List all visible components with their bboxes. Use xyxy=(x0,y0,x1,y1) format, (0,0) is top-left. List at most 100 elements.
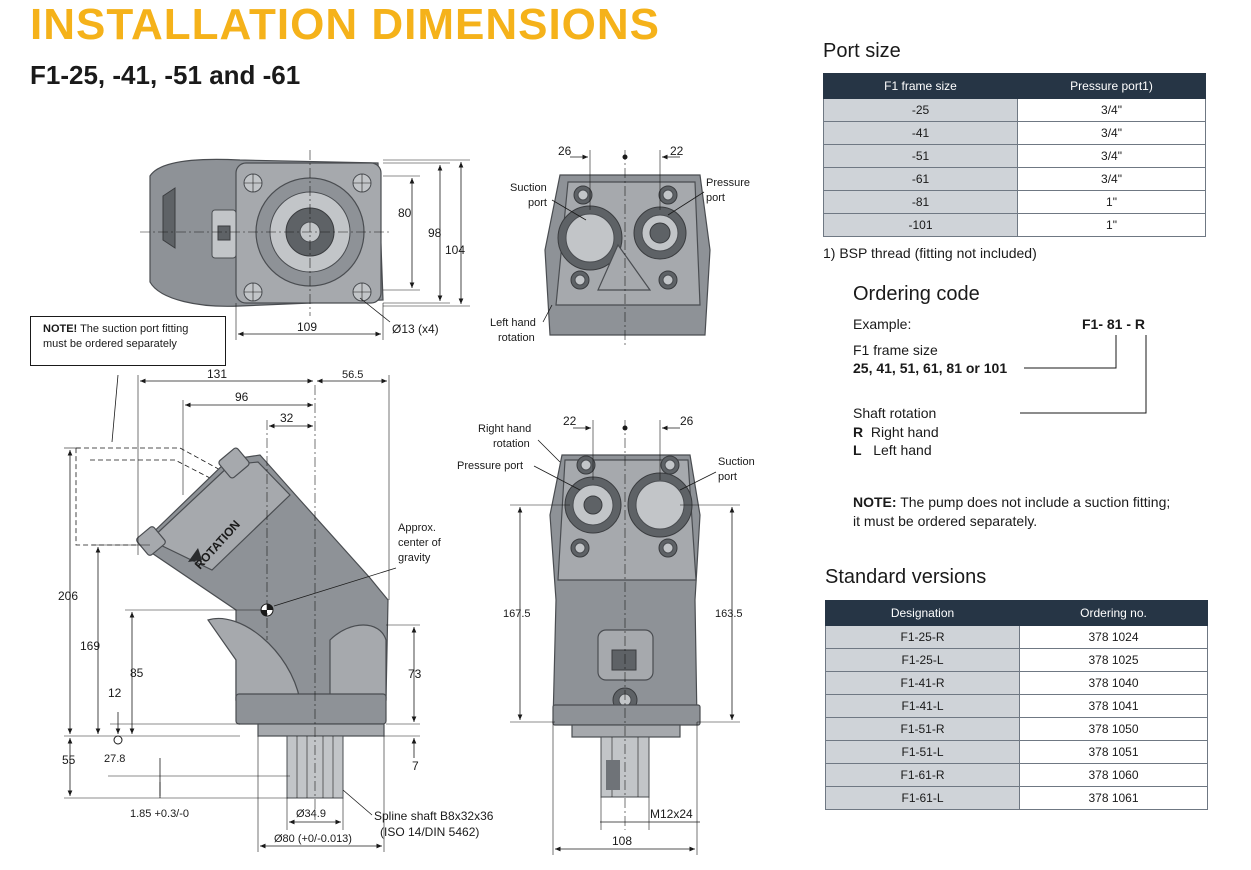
frame-size-label: F1 frame size xyxy=(853,342,938,358)
port-size-col-1: F1 frame size xyxy=(823,73,1018,99)
port-size-footnote: 1) BSP thread (fitting not included) xyxy=(823,245,1037,261)
rh-dim-22: 22 xyxy=(563,414,577,428)
dim-12: 12 xyxy=(108,686,122,700)
versions-col-2: Ordering no. xyxy=(1019,600,1208,626)
table-cell: 378 1040 xyxy=(1019,671,1208,695)
note-text-1: The suction port fitting xyxy=(77,323,189,335)
dim-7: 7 xyxy=(412,759,419,773)
rh-suction-2: port xyxy=(718,471,737,483)
example-label: Example: xyxy=(853,316,912,332)
dim-55: 55 xyxy=(62,753,76,767)
table-cell: 1" xyxy=(1017,190,1206,214)
dim-shaft: Ø34.9 xyxy=(296,808,326,820)
table-cell: 378 1024 xyxy=(1019,625,1208,649)
table-cell: F1-41-L xyxy=(825,694,1020,718)
dim-holes: Ø13 (x4) xyxy=(392,322,439,336)
right-hand-view-drawing: 22 26 Right hand rotation Pressure port … xyxy=(457,414,755,855)
lh-dim-22: 22 xyxy=(670,144,684,158)
left-label: Left hand xyxy=(873,442,932,458)
lh-dim-26: 26 xyxy=(558,144,572,158)
pump-note-line-1: NOTE: The pump does not include a suctio… xyxy=(853,494,1170,510)
dim-flange: Ø80 (+0/-0.013) xyxy=(274,833,352,845)
dim-27-8: 27.8 xyxy=(104,753,125,765)
table-cell: F1-25-R xyxy=(825,625,1020,649)
rh-dim-m12: M12x24 xyxy=(650,807,693,821)
table-cell: 378 1061 xyxy=(1019,786,1208,810)
table-cell: -51 xyxy=(823,144,1018,168)
lh-pressure-2: port xyxy=(706,192,725,204)
table-cell: F1-51-L xyxy=(825,740,1020,764)
standard-versions-heading: Standard versions xyxy=(825,566,987,588)
frame-size-values: 25, 41, 51, 61, 81 or 101 xyxy=(853,360,1008,376)
spline-text-1: Spline shaft B8x32x36 xyxy=(374,809,494,823)
right-hand-option: R Right hand xyxy=(853,424,939,440)
dim-80: 80 xyxy=(398,206,412,220)
table-cell: 378 1041 xyxy=(1019,694,1208,718)
dim-96: 96 xyxy=(235,390,249,404)
table-cell: 378 1050 xyxy=(1019,717,1208,741)
table-cell: 378 1060 xyxy=(1019,763,1208,787)
rh-suction-1: Suction xyxy=(718,456,755,468)
dim-73: 73 xyxy=(408,667,422,681)
pump-note-line-2: it must be ordered separately. xyxy=(853,513,1038,529)
shaft-rotation-label: Shaft rotation xyxy=(853,405,937,421)
table-cell: F1-61-R xyxy=(825,763,1020,787)
note-text-2: must be ordered separately xyxy=(43,338,177,350)
versions-col-1: Designation xyxy=(825,600,1020,626)
page-title: INSTALLATION DIMENSIONS xyxy=(30,0,661,49)
rh-dim-167-5: 167.5 xyxy=(503,608,531,620)
lh-pressure-1: Pressure xyxy=(706,177,750,189)
dim-104: 104 xyxy=(445,243,465,257)
lh-rotation-1: Left hand xyxy=(490,317,536,329)
table-cell: 3/4" xyxy=(1017,98,1206,122)
table-cell: -101 xyxy=(823,213,1018,237)
port-size-heading: Port size xyxy=(823,40,901,62)
table-cell: 3/4" xyxy=(1017,167,1206,191)
lh-suction-2: port xyxy=(528,197,547,209)
dim-56-5: 56.5 xyxy=(342,369,363,381)
rh-dim-163-5: 163.5 xyxy=(715,608,743,620)
table-cell: 3/4" xyxy=(1017,121,1206,145)
pump-note-text: The pump does not include a suction fitt… xyxy=(896,494,1171,510)
table-cell: 1" xyxy=(1017,213,1206,237)
dim-32: 32 xyxy=(280,411,294,425)
right-code: R xyxy=(853,424,864,440)
rh-dim-108: 108 xyxy=(612,834,632,848)
cog-text-1: Approx. xyxy=(398,522,436,534)
table-cell: F1-25-L xyxy=(825,648,1020,672)
table-cell: -61 xyxy=(823,167,1018,191)
cog-text-3: gravity xyxy=(398,552,431,564)
suction-fitting-note: NOTE! The suction port fitting must be o… xyxy=(30,316,226,366)
installation-drawings: .dim { stroke:#1a1a1a; stroke-width:0.8;… xyxy=(58,144,755,855)
table-cell: F1-41-R xyxy=(825,671,1020,695)
dim-131: 131 xyxy=(207,367,227,381)
lh-suction-1: Suction xyxy=(510,182,547,194)
port-size-col-2: Pressure port1) xyxy=(1017,73,1206,99)
table-cell: -41 xyxy=(823,121,1018,145)
dim-98: 98 xyxy=(428,226,442,240)
cog-text-2: center of xyxy=(398,537,442,549)
ordering-code-heading: Ordering code xyxy=(853,283,980,305)
left-hand-view-drawing: 26 22 Suction port Pressure port Left ha… xyxy=(490,144,750,345)
rh-dim-26: 26 xyxy=(680,414,694,428)
dim-109: 109 xyxy=(297,320,317,334)
left-code: L xyxy=(853,442,862,458)
dim-206: 206 xyxy=(58,589,78,603)
right-label: Right hand xyxy=(870,424,939,440)
